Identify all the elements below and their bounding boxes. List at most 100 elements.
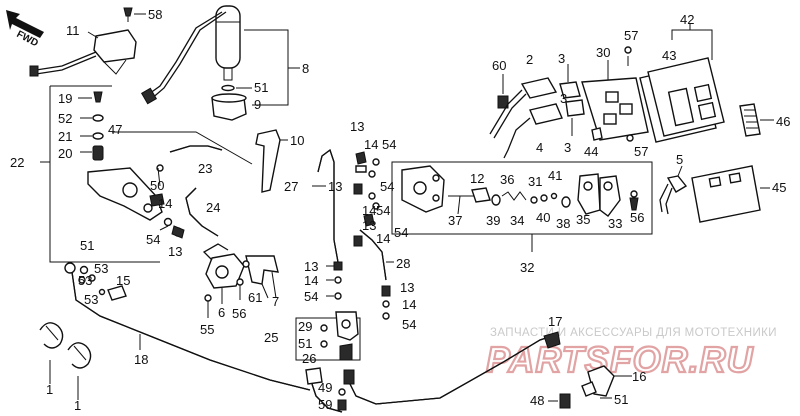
- callout-13: 13: [400, 280, 414, 295]
- callout-1: 1: [46, 382, 53, 397]
- callout-18: 18: [134, 352, 148, 367]
- callout-25: 25: [264, 330, 278, 345]
- callout-30: 30: [596, 45, 610, 60]
- callout-14: 14: [376, 231, 390, 246]
- callout-41: 41: [548, 168, 562, 183]
- part-group-caliper-fitting: [548, 365, 632, 409]
- callout-14: 14: [402, 297, 416, 312]
- callout-13: 13: [362, 218, 376, 233]
- callout-23: 23: [198, 161, 212, 176]
- bracket-10: [255, 129, 281, 193]
- callout-51: 51: [254, 80, 268, 95]
- part-group-rear-master-cylinder: [391, 161, 653, 252]
- bracket-7: [245, 255, 279, 285]
- callout-57: 57: [624, 28, 638, 43]
- callout-49: 49: [318, 380, 332, 395]
- callout-14: 14: [158, 196, 172, 211]
- callout-31: 31: [528, 174, 542, 189]
- callout-38: 38: [556, 216, 570, 231]
- callout-11: 11: [66, 23, 80, 38]
- callout-33: 33: [608, 216, 622, 231]
- callout-54: 54: [382, 137, 396, 152]
- callout-4: 4: [536, 140, 543, 155]
- callout-47: 47: [108, 122, 122, 137]
- callout-58: 58: [148, 7, 162, 22]
- callout-3: 3: [560, 91, 567, 106]
- callout-28: 28: [396, 256, 410, 271]
- callout-40: 40: [536, 210, 550, 225]
- clamp-icon: [39, 322, 64, 349]
- callout-35: 35: [576, 212, 590, 227]
- callout-45: 45: [772, 180, 786, 195]
- part-group-three-way-joint: [295, 311, 561, 413]
- callout-labels: 58 11 8 51 9 19 52 21 47 20 22 10 23 50 …: [10, 7, 790, 413]
- part-group-brake-hose: [39, 262, 311, 400]
- callout-19: 19: [58, 91, 72, 106]
- callout-44: 44: [584, 144, 598, 159]
- callout-17: 17: [548, 314, 562, 329]
- callout-26: 26: [302, 351, 316, 366]
- callout-56: 56: [630, 210, 644, 225]
- callout-34: 34: [510, 213, 524, 228]
- callout-53-sub: 53: [84, 292, 98, 307]
- callout-42: 42: [680, 12, 694, 27]
- callout-37: 37: [448, 213, 462, 228]
- part-group-reservoir: [140, 5, 300, 121]
- callout-2: 2: [526, 52, 533, 67]
- callout-24: 24: [206, 200, 220, 215]
- bolt-icon: [93, 91, 103, 103]
- callout-32: 32: [520, 260, 534, 275]
- callout-20: 20: [58, 146, 72, 161]
- callout-14: 14: [364, 137, 378, 152]
- boot-35: [577, 173, 601, 215]
- callout-29: 29: [298, 319, 312, 334]
- switch-2: [520, 77, 558, 99]
- callout-13: 13: [168, 244, 182, 259]
- spring-icon: [92, 145, 104, 161]
- callout-13: 13: [328, 179, 342, 194]
- part-group-master-cylinder-front: [40, 85, 253, 263]
- callout-54: 54: [380, 179, 394, 194]
- callout-55: 55: [200, 322, 214, 337]
- part-group-brake-lines-center: [312, 148, 394, 320]
- callout-48: 48: [530, 393, 544, 408]
- callout-54: 54: [304, 289, 318, 304]
- callout-6: 6: [218, 305, 225, 320]
- callout-14: 14: [362, 203, 376, 218]
- callout-7: 7: [272, 294, 279, 309]
- callout-54: 54: [146, 232, 160, 247]
- callout-56: 56: [232, 306, 246, 321]
- part-group-switches-right: [489, 24, 774, 223]
- callout-1: 1: [74, 398, 81, 413]
- callout-39: 39: [486, 213, 500, 228]
- callout-57: 57: [634, 144, 648, 159]
- forward-arrow-icon: [6, 10, 44, 38]
- watermark-caption: ЗАПЧАСТИ И АКСЕССУАРЫ ДЛЯ МОТОТЕХНИКИ: [490, 327, 777, 339]
- callout-22: 22: [10, 155, 24, 170]
- callout-54: 54: [402, 317, 416, 332]
- callout-53: 53: [78, 273, 92, 288]
- callout-10: 10: [290, 133, 304, 148]
- washer-icon: [92, 114, 104, 122]
- callout-51: 51: [614, 392, 628, 407]
- callout-36: 36: [500, 172, 514, 187]
- callout-3: 3: [564, 140, 571, 155]
- part-group-switch-bracket: [202, 129, 288, 318]
- callout-53: 53: [94, 261, 108, 276]
- part-group-relay: [29, 7, 146, 77]
- callout-21: 21: [58, 129, 72, 144]
- callout-12: 12: [470, 171, 484, 186]
- o-ring-icon: [92, 132, 104, 140]
- callout-14: 14: [304, 273, 318, 288]
- callout-51: 51: [298, 336, 312, 351]
- callout-46: 46: [776, 114, 790, 129]
- callout-15: 15: [116, 273, 130, 288]
- callout-52: 52: [58, 111, 72, 126]
- callout-13: 13: [304, 259, 318, 274]
- callout-60: 60: [492, 58, 506, 73]
- callout-59: 59: [318, 397, 332, 412]
- callout-13: 13: [350, 119, 364, 134]
- forward-direction-indicator: FWD: [6, 10, 44, 49]
- callout-43: 43: [662, 48, 676, 63]
